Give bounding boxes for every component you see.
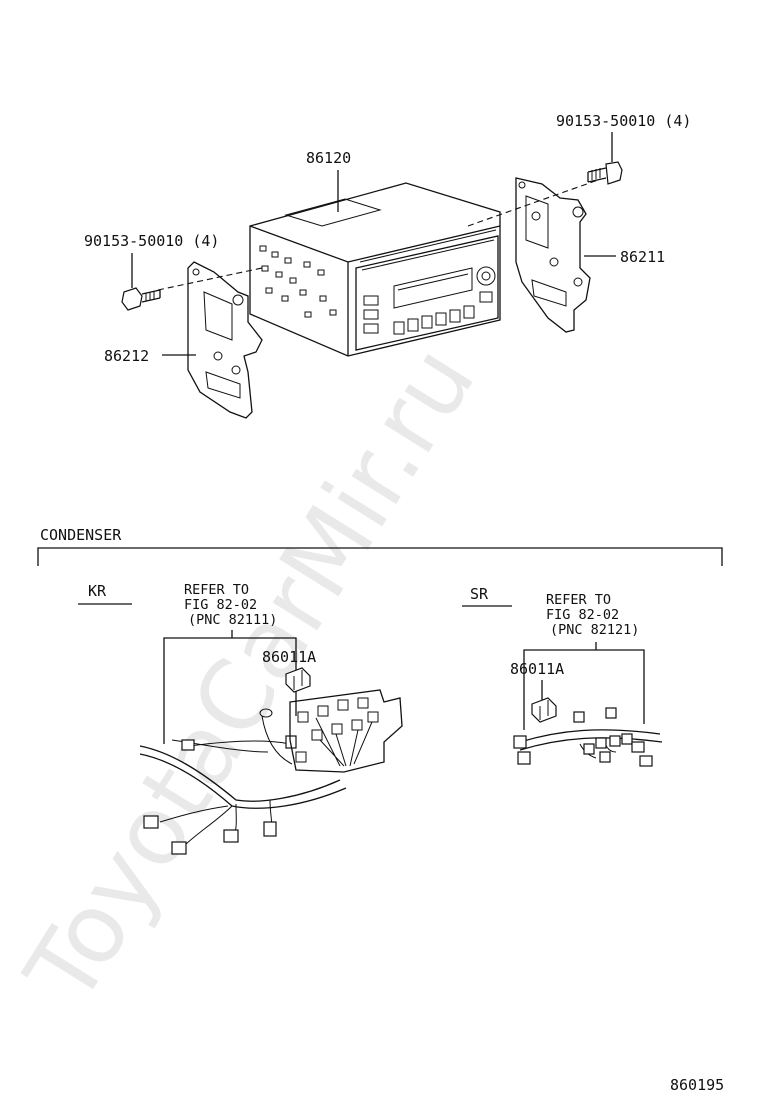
sr-refer-line3: (PNC 82121) xyxy=(550,622,639,638)
label-bracket-right: 86211 xyxy=(620,248,665,266)
watermark-text: ToyotaCarMir.ru xyxy=(4,327,497,1023)
kr-part-label: 86011A xyxy=(262,648,316,666)
kr-refer-line2: FIG 82-02 xyxy=(184,597,257,613)
sr-refer-bracket xyxy=(523,649,645,730)
radio-unit xyxy=(249,182,501,357)
kr-label: KR xyxy=(88,582,107,600)
sr-refer-line2: FIG 82-02 xyxy=(546,607,619,623)
label-radio: 86120 xyxy=(306,149,351,167)
sr-refer-line1: REFER TO xyxy=(546,592,611,608)
kr-wire-harness xyxy=(139,689,403,855)
kr-refer-line3: (PNC 82111) xyxy=(188,612,277,628)
alignment-line-right xyxy=(467,179,599,227)
label-bracket-left: 86212 xyxy=(104,347,149,365)
alignment-line-left xyxy=(157,267,263,291)
sr-wire-harness xyxy=(513,707,663,767)
bracket-right xyxy=(515,177,591,333)
figure-number: 860195 xyxy=(670,1076,724,1094)
sr-part-label: 86011A xyxy=(510,660,564,678)
bolt-left-icon xyxy=(121,287,161,311)
label-bolt-right: 90153-50010 (4) xyxy=(556,112,691,130)
sr-condenser-icon xyxy=(531,697,557,723)
condenser-bracket-line xyxy=(37,547,723,566)
bolt-right-icon xyxy=(587,161,623,185)
kr-condenser-icon xyxy=(285,667,311,693)
condenser-title: CONDENSER xyxy=(40,526,122,544)
kr-refer-line1: REFER TO xyxy=(184,582,249,598)
sr-label: SR xyxy=(470,585,489,603)
label-bolt-left: 90153-50010 (4) xyxy=(84,232,219,250)
bracket-left xyxy=(187,261,263,419)
